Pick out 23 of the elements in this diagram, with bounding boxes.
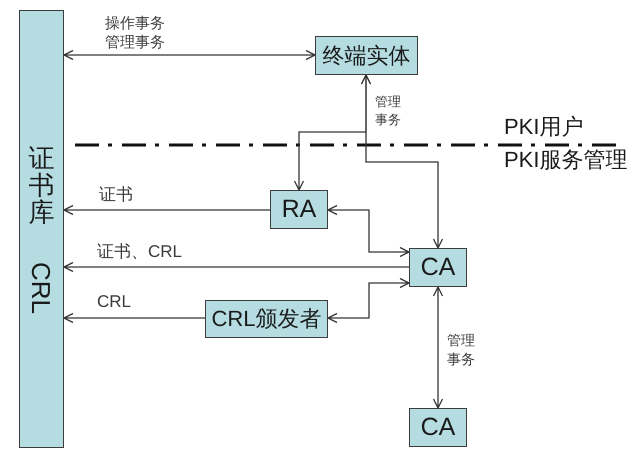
- arrow: [63, 312, 205, 324]
- arrow: [63, 204, 270, 216]
- arrow: [327, 204, 410, 258]
- process-box: CA: [409, 408, 467, 447]
- arrow: [327, 278, 410, 324]
- zone-label: PKI用户: [504, 114, 584, 140]
- edge-label: 管理事务: [447, 331, 476, 369]
- arrow: [294, 74, 372, 191]
- arrow: [432, 286, 444, 409]
- zone-label: PKI服务管理: [504, 147, 628, 173]
- box-label: CRL: [26, 262, 56, 314]
- edge-label: 管理事务: [375, 93, 402, 129]
- tall-box: [19, 10, 64, 448]
- arrow: [63, 262, 409, 272]
- edge-label: 证书: [99, 185, 133, 205]
- process-box: CA: [409, 248, 467, 287]
- edge-label: 操作事务管理事务: [105, 14, 166, 52]
- process-box: 终端实体: [315, 36, 418, 75]
- arrow: [63, 50, 316, 60]
- process-box: CRL颁发者: [205, 300, 328, 338]
- process-box: RA: [270, 190, 328, 229]
- edge-label: 证书、CRL: [97, 242, 182, 262]
- box-label: 证书库: [28, 145, 54, 226]
